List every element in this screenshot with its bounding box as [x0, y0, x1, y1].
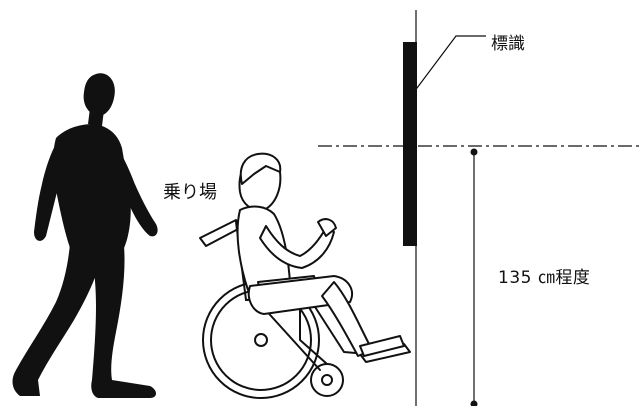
boarding-area-label: 乗り場: [163, 182, 217, 203]
height-dimension-label: 135 ㎝程度: [498, 268, 591, 288]
walking-person-silhouette: [12, 73, 158, 398]
wheelchair-user-outline: [199, 152, 411, 399]
sign-leader-line: [413, 35, 486, 93]
sign-label: 標識: [491, 34, 525, 54]
dimension-top-dot: [470, 148, 478, 156]
sign-board: [403, 42, 417, 246]
dimension-bottom-dot: [470, 400, 478, 406]
